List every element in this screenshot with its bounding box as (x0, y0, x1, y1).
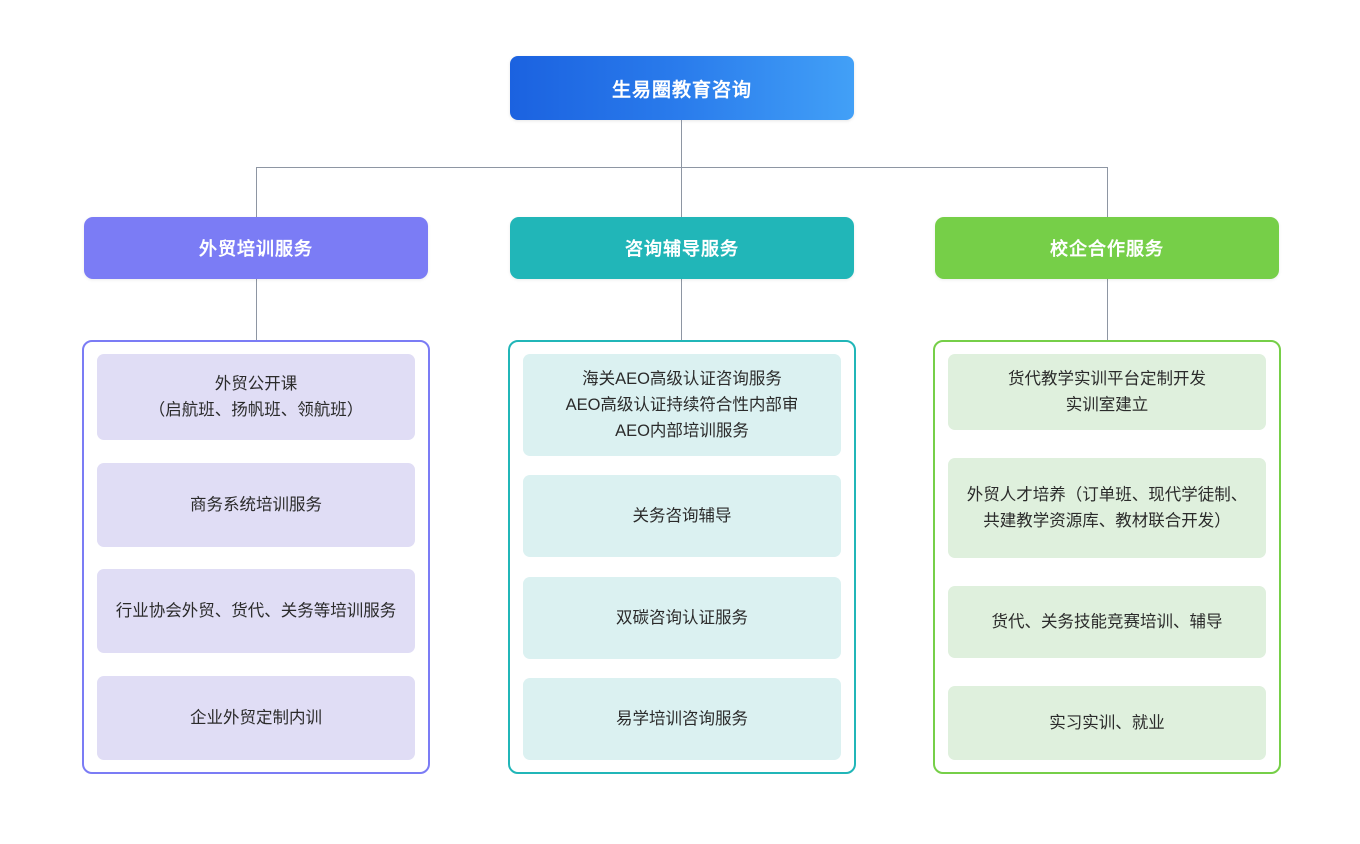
branch-header-label: 校企合作服务 (1050, 239, 1164, 259)
branch-panel-school-enterprise: 货代教学实训平台定制开发 实训室建立 外贸人才培养（订单班、现代学徒制、共建教学… (933, 340, 1281, 774)
branch-header-consulting[interactable]: 咨询辅导服务 (510, 217, 854, 279)
connector-panel-1-stub (256, 279, 257, 341)
root-node-label: 生易圈教育咨询 (611, 79, 752, 101)
connector-branch-1-vertical (256, 167, 257, 217)
service-item[interactable]: 双碳咨询认证服务 (523, 576, 841, 659)
branch-header-training[interactable]: 外贸培训服务 (84, 217, 428, 279)
connector-branch-2-vertical (681, 167, 682, 217)
connector-root-vertical (681, 120, 682, 167)
service-item[interactable]: 货代、关务技能竞赛培训、辅导 (948, 586, 1266, 658)
connector-horizontal-bus (256, 167, 1108, 168)
connector-panel-2-stub (681, 279, 682, 341)
branch-header-school-enterprise[interactable]: 校企合作服务 (935, 217, 1279, 279)
root-node[interactable]: 生易圈教育咨询 (510, 56, 854, 120)
service-item[interactable]: 易学培训咨询服务 (523, 677, 841, 760)
service-item[interactable]: 行业协会外贸、货代、关务等培训服务 (97, 569, 415, 654)
service-item[interactable]: 海关AEO高级认证咨询服务 AEO高级认证持续符合性内部审 AEO内部培训服务 (523, 354, 841, 456)
branch-panel-consulting: 海关AEO高级认证咨询服务 AEO高级认证持续符合性内部审 AEO内部培训服务 … (508, 340, 856, 774)
service-item[interactable]: 实习实训、就业 (948, 686, 1266, 760)
branch-header-label: 咨询辅导服务 (625, 239, 739, 259)
connector-panel-3-stub (1107, 279, 1108, 341)
branch-header-label: 外贸培训服务 (199, 239, 313, 259)
service-item[interactable]: 外贸公开课 （启航班、扬帆班、领航班） (97, 354, 415, 440)
service-item[interactable]: 关务咨询辅导 (523, 475, 841, 558)
service-item[interactable]: 商务系统培训服务 (97, 462, 415, 547)
service-item[interactable]: 货代教学实训平台定制开发 实训室建立 (948, 354, 1266, 430)
service-item[interactable]: 外贸人才培养（订单班、现代学徒制、共建教学资源库、教材联合开发） (948, 458, 1266, 558)
branch-panel-training: 外贸公开课 （启航班、扬帆班、领航班） 商务系统培训服务 行业协会外贸、货代、关… (82, 340, 430, 774)
service-item[interactable]: 企业外贸定制内训 (97, 675, 415, 760)
connector-branch-3-vertical (1107, 167, 1108, 217)
